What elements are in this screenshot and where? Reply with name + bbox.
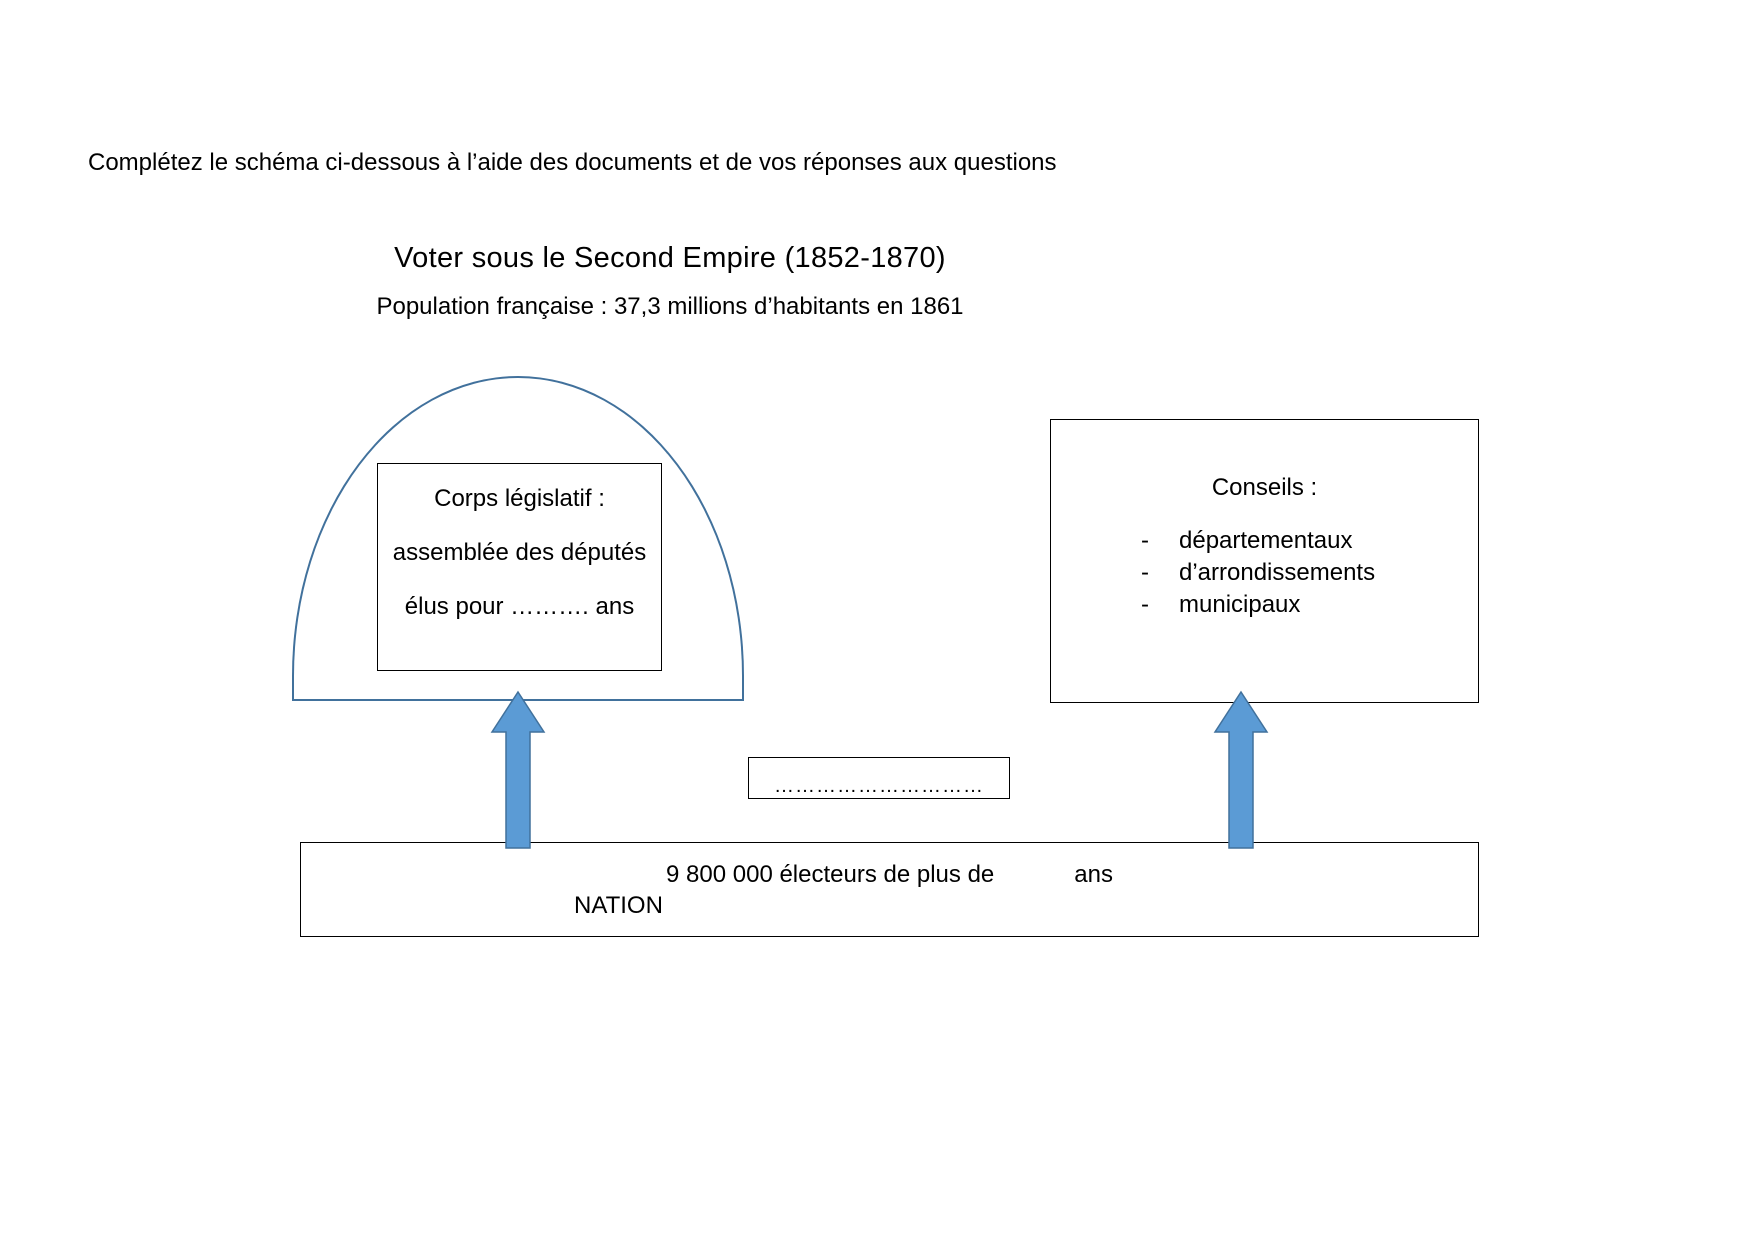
nation-electors-text: 9 800 000 électeurs de plus de — [666, 861, 995, 888]
bullet-dash-icon: - — [1141, 527, 1149, 554]
bullet-dash-icon: - — [1141, 559, 1149, 586]
list-item-label: départementaux — [1179, 527, 1353, 554]
nation-box: 9 800 000 électeurs de plus de ans NATION — [300, 842, 1479, 937]
arrow-up-to-councils-icon — [1213, 690, 1269, 850]
blank-answer-dots: ………………………… — [774, 775, 984, 797]
councils-heading: Conseils : — [1211, 474, 1318, 501]
legislative-term-blank: élus pour ………. ans — [404, 593, 635, 620]
list-item-label: d’arrondissements — [1179, 559, 1376, 586]
nation-electors-line: 9 800 000 électeurs de plus de ans — [301, 860, 1478, 890]
list-item: - municipaux — [1141, 589, 1375, 621]
arrow-up-to-legislative-icon — [490, 690, 546, 850]
nation-age-unit: ans — [1074, 861, 1113, 888]
list-item-label: municipaux — [1179, 591, 1301, 618]
list-item: - d’arrondissements — [1141, 557, 1375, 589]
instruction-text: Complétez le schéma ci-dessous à l’aide … — [88, 149, 1057, 176]
legislative-subtitle: assemblée des députés — [392, 539, 647, 566]
diagram-title: Voter sous le Second Empire (1852-1870) — [394, 242, 946, 274]
nation-label: NATION — [574, 892, 663, 919]
bullet-dash-icon: - — [1141, 591, 1149, 618]
legislative-box: Corps législatif : assemblée des députés… — [377, 463, 662, 671]
blank-answer-box[interactable]: ………………………… — [748, 757, 1010, 799]
list-item: - départementaux — [1141, 525, 1375, 557]
diagram-subtitle: Population française : 37,3 millions d’h… — [376, 293, 964, 320]
legislative-heading: Corps législatif : — [434, 485, 605, 512]
councils-box: Conseils : - départementaux - d’arrondis… — [1050, 419, 1479, 703]
councils-list: - départementaux - d’arrondissements - m… — [1141, 525, 1375, 621]
